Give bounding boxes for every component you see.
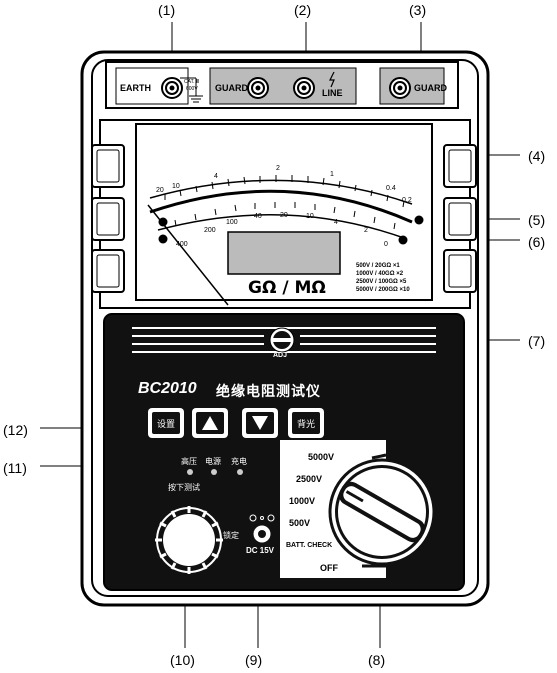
unit-label: GΩ / MΩ [248, 278, 326, 298]
adj-label: ADJ [273, 352, 288, 359]
led-hv-label: 高压 [181, 457, 197, 466]
dc-in-label: DC 15V [246, 546, 275, 555]
callout-2: (2) [294, 2, 312, 18]
callout-1: (1) [158, 2, 176, 18]
cat-label-2: 600V [186, 86, 198, 92]
press-test-label: 按下测试 [168, 483, 200, 492]
rotary-selector-knob[interactable] [332, 462, 432, 562]
bottom-scale-400: 400 [176, 241, 188, 248]
selector-1000v[interactable]: 1000V [289, 496, 316, 506]
selector-batt-check[interactable]: BATT. CHECK [286, 542, 333, 549]
up-button[interactable] [196, 412, 224, 434]
selector-off[interactable]: OFF [320, 563, 338, 573]
dc-input-jack[interactable] [254, 526, 270, 542]
bottom-scale-10: 10 [306, 213, 314, 220]
cat-label-1: CAT. Ⅲ [184, 79, 200, 85]
callout-10: (10) [170, 652, 195, 668]
bottom-scale-200: 200 [204, 227, 216, 234]
callout-7: (7) [528, 333, 546, 349]
guard-left-label: GUARD [215, 83, 248, 93]
range-row: 2500V / 100GΩ ×5 [356, 279, 407, 285]
bottom-scale-100: 100 [226, 219, 238, 226]
top-scale-0-4: 0.4 [386, 185, 396, 192]
adj-screw[interactable] [270, 328, 294, 352]
selector-500v[interactable]: 500V [289, 518, 311, 528]
callout-3: (3) [409, 2, 427, 18]
bottom-scale-20: 20 [280, 212, 288, 219]
range-table: 500V / 20GΩ ×1 1000V / 40GΩ ×2 2500V / 1… [356, 262, 410, 294]
press-test-knob[interactable] [157, 508, 221, 572]
guard-right-label: GUARD [414, 83, 447, 93]
bottom-scale-2: 2 [364, 227, 368, 234]
callout-5: (5) [528, 212, 546, 228]
down-button[interactable] [246, 412, 274, 434]
earth-terminal[interactable] [162, 78, 182, 98]
selector-2500v[interactable]: 2500V [296, 474, 323, 484]
backlight-button[interactable]: 背光 [296, 419, 315, 430]
top-scale-0-2: 0.2 [402, 197, 412, 204]
top-scale-2: 2 [276, 165, 280, 172]
set-button[interactable]: 设置 [156, 419, 175, 430]
earth-label: EARTH [120, 83, 151, 93]
top-scale-1: 1 [330, 171, 334, 178]
callout-6: (6) [528, 234, 546, 250]
range-row: 5000V / 200GΩ ×10 [356, 287, 410, 293]
model-label: BC2010 [138, 380, 197, 397]
guard-terminal-left[interactable] [248, 78, 268, 98]
range-row: 500V / 20GΩ ×1 [356, 263, 400, 269]
instrument-name: 绝缘电阻测试仪 [216, 384, 321, 400]
top-scale-20: 20 [156, 187, 164, 194]
led-power-label: 电源 [205, 457, 221, 466]
led-charge-label: 充电 [231, 457, 247, 466]
callout-12: (12) [3, 422, 28, 438]
bottom-scale-4: 4 [334, 219, 338, 226]
guard-terminal-right[interactable] [390, 78, 410, 98]
callout-4: (4) [528, 148, 546, 164]
callout-8: (8) [368, 652, 386, 668]
callout-11: (11) [3, 460, 27, 476]
lock-label: 锁定 [223, 531, 239, 540]
range-row: 1000V / 40GΩ ×2 [356, 271, 404, 277]
line-terminal[interactable] [294, 78, 314, 98]
selector-5000v[interactable]: 5000V [308, 452, 335, 462]
bottom-scale-40: 40 [254, 213, 262, 220]
line-label: LINE [322, 88, 343, 98]
callout-9: (9) [245, 652, 263, 668]
bottom-scale-0: 0 [384, 241, 388, 248]
top-scale-10: 10 [172, 183, 180, 190]
top-scale-4: 4 [214, 173, 218, 180]
